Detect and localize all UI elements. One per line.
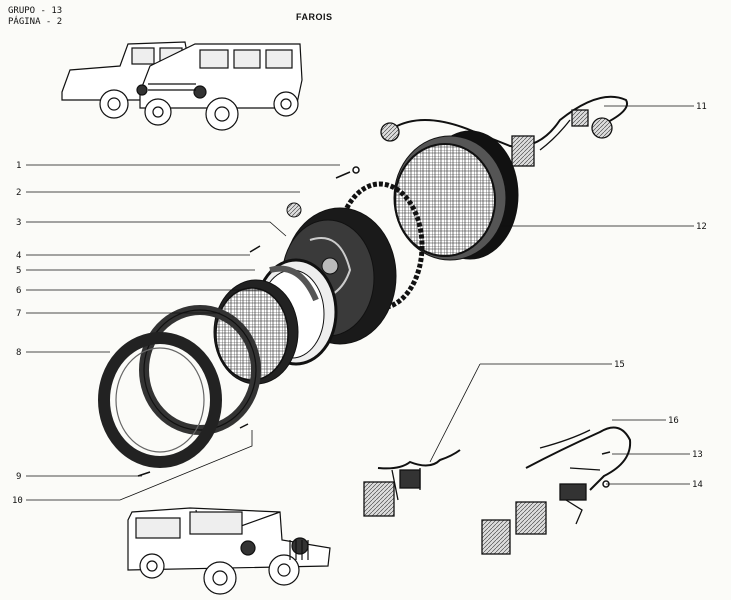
callout-4: 4 — [16, 251, 21, 261]
leader-lines — [26, 105, 694, 501]
callout-6: 6 — [16, 286, 21, 296]
callout-10: 10 — [12, 496, 23, 506]
callout-13: 13 — [692, 450, 703, 460]
callout-8: 8 — [16, 348, 21, 358]
callout-numbers: 1 2 3 4 5 6 7 8 9 10 11 12 13 14 15 16 — [12, 102, 707, 506]
callout-12: 12 — [696, 222, 707, 232]
callout-1: 1 — [16, 161, 21, 171]
connector-harness-16 — [481, 426, 632, 555]
vehicle-illustration-bottom — [127, 507, 331, 595]
trim-ring-inner — [139, 305, 261, 435]
connector-harness-15 — [363, 449, 461, 517]
callout-16: 16 — [668, 416, 679, 426]
sealed-beam-lamp-12 — [393, 130, 519, 261]
callout-14: 14 — [692, 480, 703, 490]
callout-3: 3 — [16, 218, 21, 228]
diagram-title: FAROIS — [296, 12, 333, 22]
callout-5: 5 — [16, 266, 21, 276]
wiring-harness-11 — [380, 95, 628, 167]
vehicle-illustration-top — [61, 41, 303, 131]
group-label: GRUPO - 13 — [8, 6, 63, 16]
page-label: PÁGINA - 2 — [8, 17, 63, 27]
callout-2: 2 — [16, 188, 21, 198]
bezel-ring-8 — [98, 332, 222, 468]
callout-11: 11 — [696, 102, 707, 112]
callout-15: 15 — [614, 360, 625, 370]
callout-7: 7 — [16, 309, 21, 319]
callout-9: 9 — [16, 472, 21, 482]
